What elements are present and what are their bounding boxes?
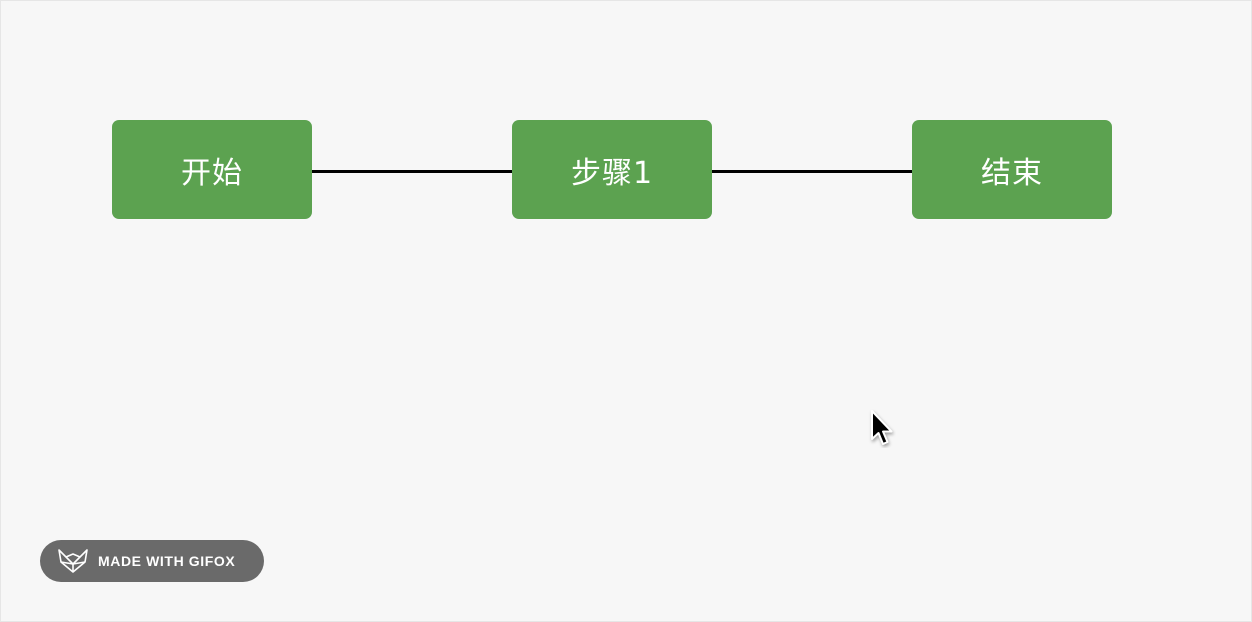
node-start-label: 开始 [181, 155, 243, 191]
node-step1-label: 步骤1 [570, 155, 654, 191]
node-end[interactable]: 结束 [912, 120, 1112, 219]
gifox-watermark-badge: MADE WITH GIFOX [40, 540, 264, 582]
node-start[interactable]: 开始 [112, 120, 312, 219]
arrow-cursor-icon [871, 410, 893, 445]
edge-step1-end [712, 170, 912, 173]
fox-icon [58, 549, 88, 573]
watermark-text: MADE WITH GIFOX [98, 553, 236, 569]
edge-start-step1 [312, 170, 512, 173]
node-end-label: 结束 [981, 155, 1043, 191]
node-step1[interactable]: 步骤1 [512, 120, 712, 219]
